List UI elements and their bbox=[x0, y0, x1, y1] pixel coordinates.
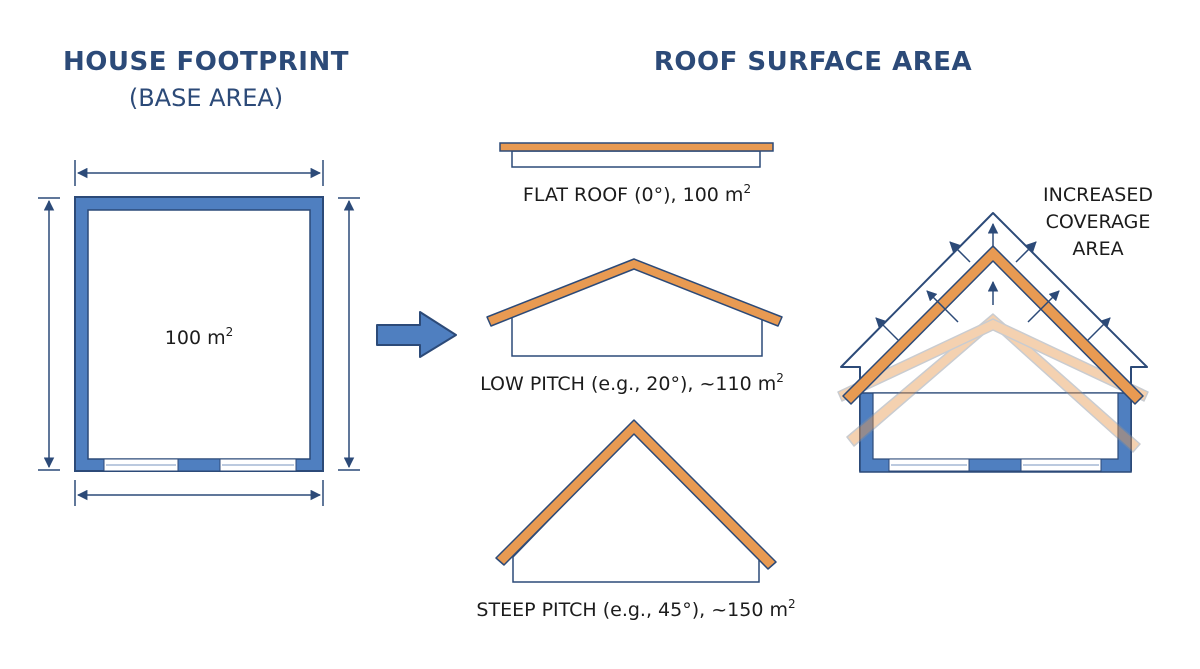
coverage-label-line2: COVERAGE bbox=[1046, 211, 1151, 233]
dimension-arrow-bottom bbox=[74, 480, 324, 506]
ghost-roof bbox=[837, 313, 1149, 453]
arrow-right-icon bbox=[376, 311, 457, 358]
door-block bbox=[177, 458, 221, 472]
arrow-up-icon bbox=[875, 222, 1111, 341]
coverage-label-line3: AREA bbox=[1072, 238, 1123, 260]
steep-pitch-roof-label: STEEP PITCH (e.g., 45°), ~150 m2 bbox=[476, 597, 795, 621]
steep-pitch-roof-illustration bbox=[495, 419, 777, 583]
flat-roof-illustration bbox=[499, 142, 774, 168]
footprint-title: HOUSE FOOTPRINT bbox=[63, 47, 349, 77]
footprint-subtitle: (BASE AREA) bbox=[129, 84, 283, 112]
footprint-panel: HOUSE FOOTPRINT (BASE AREA) bbox=[38, 47, 360, 506]
flat-roof-label: FLAT ROOF (0°), 100 m2 bbox=[523, 182, 751, 206]
coverage-label-line1: INCREASED bbox=[1043, 184, 1153, 206]
footprint-area-label: 100 m2 bbox=[165, 325, 233, 349]
floor-plan bbox=[74, 196, 324, 472]
dimension-arrow-right bbox=[338, 197, 360, 471]
low-pitch-roof-label: LOW PITCH (e.g., 20°), ~110 m2 bbox=[480, 371, 784, 395]
dimension-arrow-left bbox=[38, 197, 60, 471]
roof-section-title: ROOF SURFACE AREA bbox=[654, 47, 972, 77]
low-pitch-roof-illustration bbox=[486, 258, 783, 357]
dimension-arrow-top bbox=[74, 160, 324, 186]
coverage-illustration bbox=[837, 212, 1149, 473]
